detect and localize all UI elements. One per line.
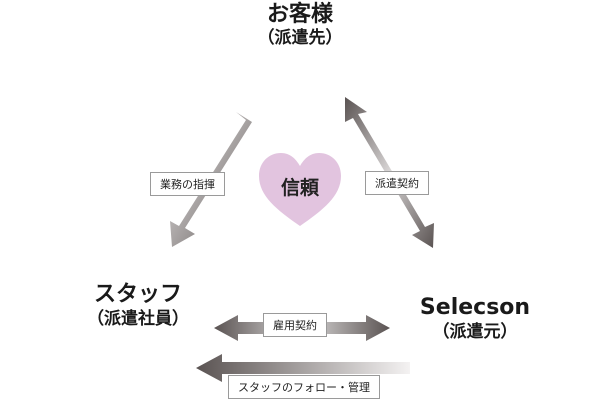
dispatch-contract-label: 派遣契約 bbox=[365, 171, 429, 195]
staff-follow-arrow bbox=[196, 354, 410, 382]
employment-contract-label: 雇用契約 bbox=[263, 313, 327, 337]
trust-label: 信頼 bbox=[280, 177, 319, 199]
staff-subtitle: （派遣社員） bbox=[87, 309, 189, 330]
trust-heart-icon bbox=[259, 153, 341, 226]
selecson-title: Selecson bbox=[419, 295, 531, 320]
selecson-node: Selecson （派遣元） bbox=[405, 295, 545, 343]
staff-follow-label: スタッフのフォロー・管理 bbox=[228, 375, 380, 399]
staff-title: スタッフ bbox=[93, 282, 182, 307]
client-node: お客様 （派遣先） bbox=[230, 2, 370, 49]
work-guidance-label: 業務の指揮 bbox=[150, 172, 225, 196]
client-subtitle: （派遣先） bbox=[257, 28, 343, 49]
client-title: お客様 bbox=[266, 2, 333, 27]
staff-node: スタッフ （派遣社員） bbox=[68, 282, 208, 330]
selecson-subtitle: （派遣元） bbox=[432, 322, 518, 343]
